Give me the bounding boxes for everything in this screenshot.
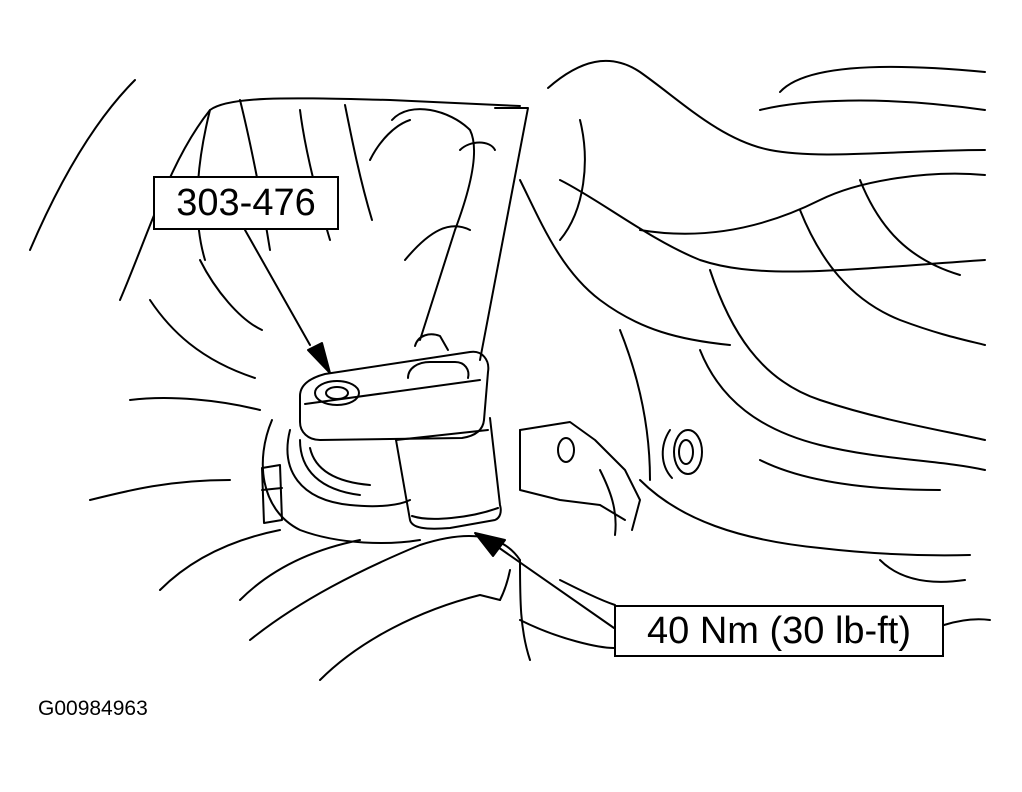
wiring-clip: [261, 464, 283, 524]
mounting-bolt-head: [661, 429, 703, 479]
figure-id-label: G00984963: [38, 697, 148, 720]
callout-leader-tool: [244, 229, 331, 374]
engine-housing-outline: [29, 79, 521, 601]
camshaft-position-sensor: [261, 333, 502, 544]
intake-manifold-outline: [519, 59, 986, 583]
special-tool-handle: [369, 107, 529, 361]
torque-spec-callout: 40 Nm (30 lb-ft): [614, 605, 944, 657]
callout-leader-torque: [474, 532, 615, 629]
tool-number-callout: 303-476: [153, 176, 339, 230]
mounting-bracket: [519, 421, 641, 536]
